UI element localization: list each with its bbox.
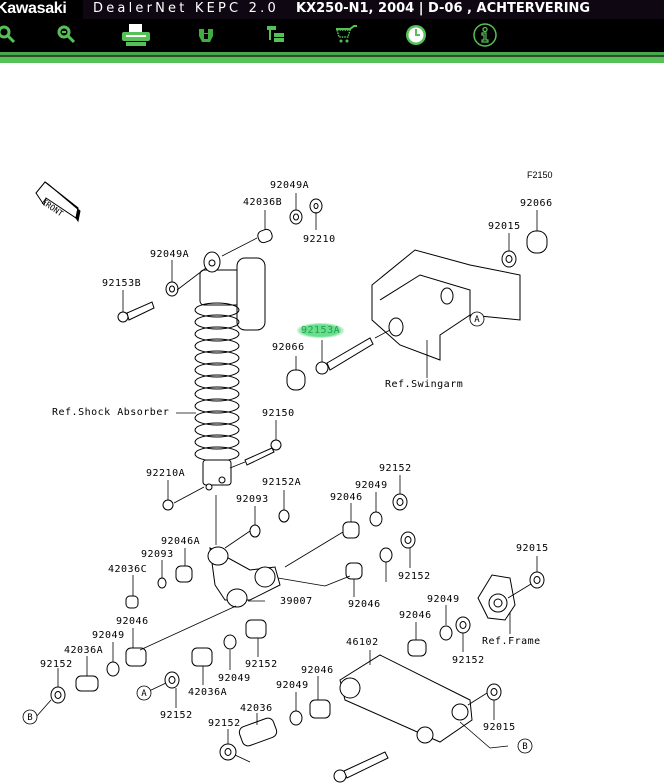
kawasaki-logo: Kawasaki [0,0,83,19]
part-label[interactable]: 92152A [262,477,302,488]
bolt-92150 [244,439,282,466]
header-stripe-light [0,57,664,63]
part-label[interactable]: 42036A [64,645,104,656]
history-button[interactable] [398,21,434,49]
part-label[interactable]: 42036B [243,197,283,208]
print-button[interactable] [118,21,154,49]
rocker-arm [207,546,281,608]
ref-swingarm: Ref.Swingarm [385,379,464,390]
frame-mount [477,574,516,621]
part-label[interactable]: 92015 [516,543,549,554]
zoom-out-button[interactable] [48,21,84,49]
part-label[interactable]: 92049A [270,180,310,191]
part-label[interactable]: 92152 [245,659,278,670]
zoom-in-button[interactable] [0,21,24,49]
part-label[interactable]: 92152 [208,718,241,729]
callout-a: A [141,689,147,699]
cart-button[interactable] [328,21,364,49]
callout-b: B [27,713,32,723]
bolt-92153b [117,301,155,323]
part-label[interactable]: 92015 [483,722,516,733]
bolt-bottom [333,751,389,783]
figure-code: F2150 [527,170,553,180]
app-name: DealerNet KEPC 2.0 [93,1,279,16]
part-label[interactable]: 92046A [161,536,201,547]
tree-view-button[interactable] [258,21,294,49]
callout-a: A [474,315,480,325]
part-label[interactable]: 92066 [272,342,305,353]
part-label[interactable]: 92015 [488,221,521,232]
part-label[interactable]: 92093 [141,549,174,560]
parts-button[interactable] [188,21,224,49]
part-label[interactable]: 92046 [399,610,432,621]
part-label[interactable]: 42036C [108,564,148,575]
part-label-highlighted[interactable]: 92153A [297,323,345,338]
part-label[interactable]: 39007 [280,596,313,607]
part-label[interactable]: 92152 [398,571,431,582]
magnifier-minus-icon [57,25,76,44]
shock-absorber [194,251,266,491]
callout-b: B [522,742,527,752]
part-label[interactable]: 92049 [427,594,460,605]
toolbar [0,19,664,52]
bolt-92153a [315,337,374,375]
part-label[interactable]: 92152 [40,659,73,670]
cart-icon [336,25,357,43]
part-label[interactable]: 92093 [236,494,269,505]
part-label[interactable]: 92210 [303,234,336,245]
part-label[interactable]: 92049 [276,680,309,691]
tree-icon [267,26,284,42]
front-arrow-icon: FRONT [35,181,81,223]
header-stripe [0,52,664,55]
part-label[interactable]: 92210A [146,468,186,479]
part-label[interactable]: 92046 [330,492,363,503]
ref-frame: Ref.Frame [482,636,541,647]
part-label[interactable]: 92150 [262,408,295,419]
header-stripe-dark [0,55,664,57]
part-label[interactable]: 92049 [92,630,125,641]
part-label[interactable]: 92046 [116,616,149,627]
printer-icon [122,24,150,46]
tie-rod [339,654,473,744]
part-label[interactable]: 92046 [301,665,334,676]
part-label[interactable]: 42036 [240,703,273,714]
magnifier-plus-icon [0,25,16,44]
swingarm [371,249,521,361]
title-bar: Kawasaki DealerNet KEPC 2.0 KX250-N1, 20… [0,0,664,19]
parts-diagram: FRONT [22,181,548,783]
parts-icon [199,29,213,42]
part-label[interactable]: 92153B [102,278,142,289]
part-label[interactable]: 92049 [218,673,251,684]
part-label[interactable]: 92152 [160,710,193,721]
part-label[interactable]: 92046 [348,599,381,610]
part-label[interactable]: 92152 [379,463,412,474]
ref-shock-absorber: Ref.Shock Absorber [52,407,170,418]
clock-icon [406,25,426,45]
part-label[interactable]: 42036A [188,687,228,698]
info-icon [473,23,497,47]
part-label[interactable]: 92049A [150,249,190,260]
part-label[interactable]: 46102 [346,637,379,648]
page-title: KX250-N1, 2004 | D-06 , ACHTERVERING [296,1,591,16]
part-label[interactable]: 92049 [355,480,388,491]
info-button[interactable] [467,21,503,49]
part-label[interactable]: 92152 [452,655,485,666]
part-label[interactable]: 92066 [520,198,553,209]
